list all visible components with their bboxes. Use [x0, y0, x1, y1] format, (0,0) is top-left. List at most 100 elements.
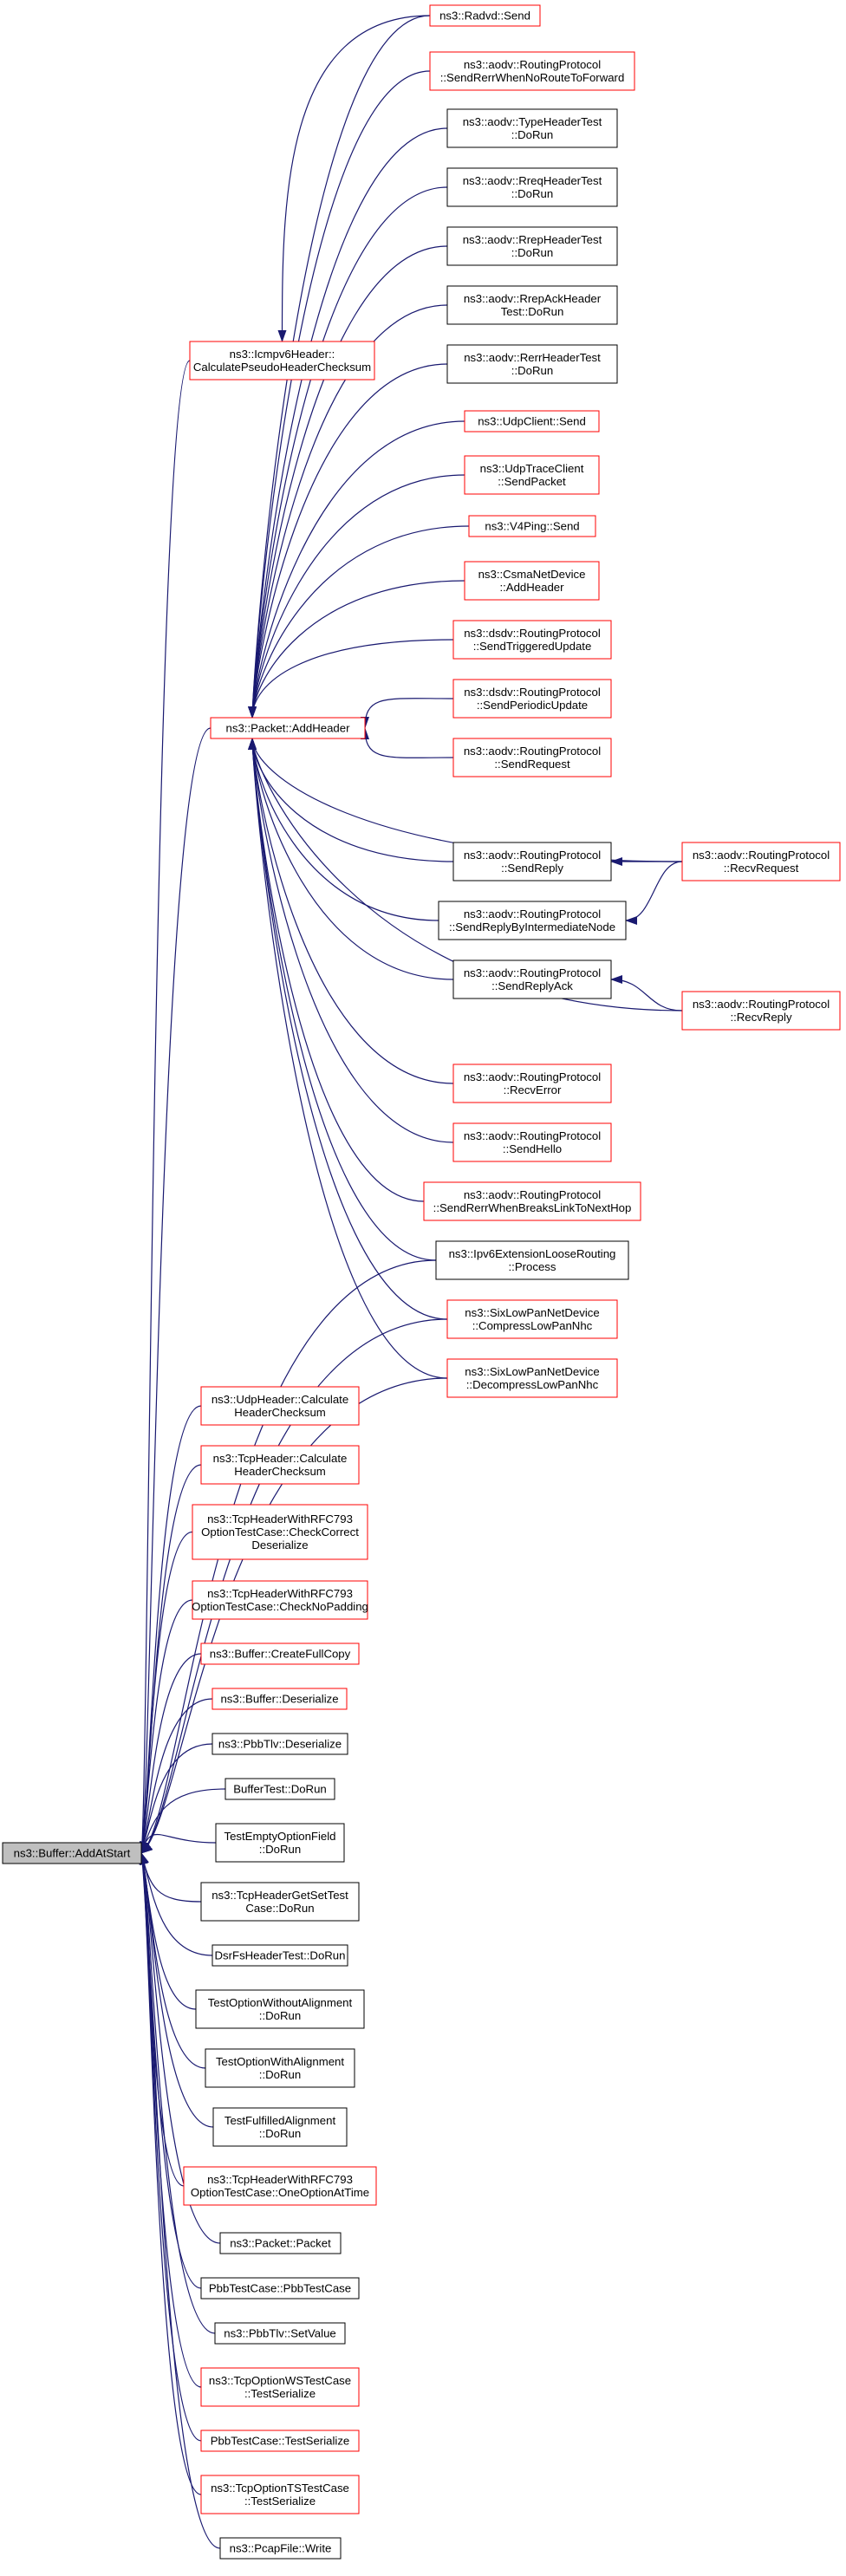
node-aodv-recvreply[interactable]: ns3::aodv::RoutingProtocol::RecvReply: [681, 991, 841, 1031]
node-aodv-sendrequest[interactable]: ns3::aodv::RoutingProtocol::SendRequest: [452, 738, 612, 777]
node-box: [452, 1064, 612, 1103]
node-label-line: ::RecvRequest: [724, 862, 799, 875]
node-label-line: ::DecompressLowPanNhc: [466, 1378, 599, 1391]
call-edge-buffer-fullcopy-to-root: [140, 1653, 202, 1854]
node-box: [200, 1386, 360, 1426]
node-aodv-rerr-noroute[interactable]: ns3::aodv::RoutingProtocol::SendRerrWhen…: [429, 51, 635, 91]
node-box: [681, 991, 841, 1031]
node-aodv-recvrequest[interactable]: ns3::aodv::RoutingProtocol::RecvRequest: [681, 842, 841, 881]
node-label-line: ns3::PbbTlv::Deserialize: [218, 1738, 342, 1751]
node-box: [212, 2107, 348, 2147]
node-buffer-fullcopy[interactable]: ns3::Buffer::CreateFullCopy: [200, 1643, 360, 1665]
node-testoptwithout[interactable]: TestOptionWithoutAlignment::DoRun: [195, 1989, 365, 2029]
node-box: [438, 901, 627, 940]
node-csma[interactable]: ns3::CsmaNetDevice::AddHeader: [464, 561, 600, 601]
node-dsdv-periodic[interactable]: ns3::dsdv::RoutingProtocol::SendPeriodic…: [452, 679, 612, 719]
node-box: [464, 455, 600, 495]
node-tcp793-nopadding[interactable]: ns3::TcpHeaderWithRFC793OptionTestCase::…: [192, 1580, 368, 1620]
node-tcp793-checkcorrect[interactable]: ns3::TcpHeaderWithRFC793OptionTestCase::…: [192, 1504, 368, 1560]
node-testemptyoption[interactable]: TestEmptyOptionField::DoRun: [215, 1823, 345, 1863]
node-packet-ctor[interactable]: ns3::Packet::Packet: [219, 2232, 342, 2254]
node-box: [183, 2166, 377, 2206]
node-label-line: BufferTest::DoRun: [233, 1783, 327, 1796]
node-tcp793-oneoption[interactable]: ns3::TcpHeaderWithRFC793OptionTestCase::…: [183, 2166, 377, 2206]
node-buffertest[interactable]: BufferTest::DoRun: [225, 1778, 335, 1800]
node-label-line: ::TestSerialize: [244, 2387, 316, 2400]
node-box: [429, 4, 541, 27]
node-aodv-sendreplyack[interactable]: ns3::aodv::RoutingProtocol::SendReplyAck: [452, 959, 612, 999]
node-aodv-rerr-breaks[interactable]: ns3::aodv::RoutingProtocol::SendRerrWhen…: [423, 1181, 641, 1221]
node-radvd[interactable]: ns3::Radvd::Send: [429, 4, 541, 27]
node-aodv-recverror[interactable]: ns3::aodv::RoutingProtocol::RecvError: [452, 1064, 612, 1103]
node-box: [452, 1122, 612, 1162]
node-pcapwrite[interactable]: ns3::PcapFile::Write: [219, 2537, 342, 2560]
node-pbbtestcase[interactable]: PbbTestCase::PbbTestCase: [200, 2277, 360, 2300]
node-aodv-sendhello[interactable]: ns3::aodv::RoutingProtocol::SendHello: [452, 1122, 612, 1162]
node-udpclient[interactable]: ns3::UdpClient::Send: [464, 410, 600, 433]
node-tcpoptts[interactable]: ns3::TcpOptionTSTestCase::TestSerialize: [200, 2475, 360, 2514]
node-sixlow-decompress[interactable]: ns3::SixLowPanNetDevice::DecompressLowPa…: [446, 1358, 618, 1398]
call-edge-tcp793-checkcorrect-to-root: [139, 1531, 193, 1854]
node-box: [200, 2430, 360, 2452]
node-testoptwith[interactable]: TestOptionWithAlignment::DoRun: [205, 2048, 355, 2088]
node-label-line: ::SendTriggeredUpdate: [473, 640, 592, 653]
node-label-line: ns3::PbbTlv::SetValue: [224, 2327, 336, 2340]
node-box: [200, 2277, 360, 2300]
function-nodes: ns3::Buffer::AddAtStartns3::Radvd::Sendn…: [2, 4, 841, 2560]
node-label-line: ::SendReply: [501, 862, 563, 875]
node-pbbtlv-setvalue[interactable]: ns3::PbbTlv::SetValue: [214, 2322, 346, 2345]
node-box: [446, 1299, 618, 1339]
node-packet-addheader[interactable]: ns3::Packet::AddHeader: [210, 717, 366, 739]
node-buffer-deserialize[interactable]: ns3::Buffer::Deserialize: [212, 1688, 348, 1710]
node-label-line: ns3::Packet::Packet: [230, 2237, 331, 2250]
node-tcpoptws[interactable]: ns3::TcpOptionWSTestCase::TestSerialize: [200, 2367, 360, 2407]
call-edge-typeheadertest-to-packet-addheader: [248, 127, 448, 719]
node-sixlow-compress[interactable]: ns3::SixLowPanNetDevice::CompressLowPanN…: [446, 1299, 618, 1339]
call-edge-pbbtestserialize-to-root: [140, 1852, 202, 2442]
call-edge-tcpgetset-to-root: [140, 1852, 202, 1903]
node-label-line: ::CompressLowPanNhc: [472, 1319, 593, 1332]
node-box: [464, 561, 600, 601]
node-rreqheadertest[interactable]: ns3::aodv::RreqHeaderTest::DoRun: [446, 167, 618, 207]
node-label-line: ::AddHeader: [499, 581, 564, 594]
node-testfulfilled[interactable]: TestFulfilledAlignment::DoRun: [212, 2107, 348, 2147]
node-box: [200, 2367, 360, 2407]
node-label-line: HeaderChecksum: [234, 1406, 326, 1419]
node-aodv-sendreplyinter[interactable]: ns3::aodv::RoutingProtocol::SendReplyByI…: [438, 901, 627, 940]
node-ipv6loose[interactable]: ns3::Ipv6ExtensionLooseRouting::Process: [435, 1240, 629, 1280]
node-label-line: ns3::Radvd::Send: [439, 10, 530, 23]
node-dsrfs[interactable]: DsrFsHeaderTest::DoRun: [212, 1944, 348, 1967]
node-typeheadertest[interactable]: ns3::aodv::TypeHeaderTest::DoRun: [446, 108, 618, 148]
node-v4ping[interactable]: ns3::V4Ping::Send: [468, 515, 596, 537]
node-icmpv6[interactable]: ns3::Icmpv6Header::CalculatePseudoHeader…: [189, 341, 375, 381]
node-label-line: ns3::Icmpv6Header::: [230, 348, 335, 361]
node-dsdv-trig[interactable]: ns3::dsdv::RoutingProtocol::SendTriggere…: [452, 620, 612, 660]
call-edge-v4ping-to-packet-addheader: [248, 525, 470, 719]
node-box: [200, 1882, 360, 1922]
node-label-line: ns3::V4Ping::Send: [485, 520, 579, 533]
node-label-line: ns3::CsmaNetDevice: [478, 568, 586, 581]
call-edge-testemptyoption-to-root: [140, 1833, 217, 1854]
node-box: [464, 410, 600, 433]
node-pbbtestserialize[interactable]: PbbTestCase::TestSerialize: [200, 2430, 360, 2452]
node-box: [215, 1823, 345, 1863]
node-box: [452, 738, 612, 777]
node-label-line: CalculatePseudoHeaderChecksum: [193, 361, 371, 374]
node-udptraceclient[interactable]: ns3::UdpTraceClient::SendPacket: [464, 455, 600, 495]
node-label-line: ns3::aodv::RoutingProtocol: [464, 966, 601, 979]
node-label-line: ns3::UdpClient::Send: [478, 415, 586, 428]
node-box: [212, 1944, 348, 1967]
call-edge-udptraceclient-to-packet-addheader: [248, 474, 465, 719]
node-label-line: ::SendHello: [503, 1142, 562, 1155]
node-aodv-sendreply[interactable]: ns3::aodv::RoutingProtocol::SendReply: [452, 842, 612, 881]
node-label-line: ::DoRun: [511, 246, 553, 259]
node-pbbtlv-deserialize[interactable]: ns3::PbbTlv::Deserialize: [212, 1733, 348, 1755]
node-rerrheadertest[interactable]: ns3::aodv::RerrHeaderTest::DoRun: [446, 344, 618, 384]
node-box: [468, 515, 596, 537]
node-rrepheadertest[interactable]: ns3::aodv::RrepHeaderTest::DoRun: [446, 226, 618, 266]
node-label-line: ns3::aodv::RoutingProtocol: [464, 849, 601, 862]
